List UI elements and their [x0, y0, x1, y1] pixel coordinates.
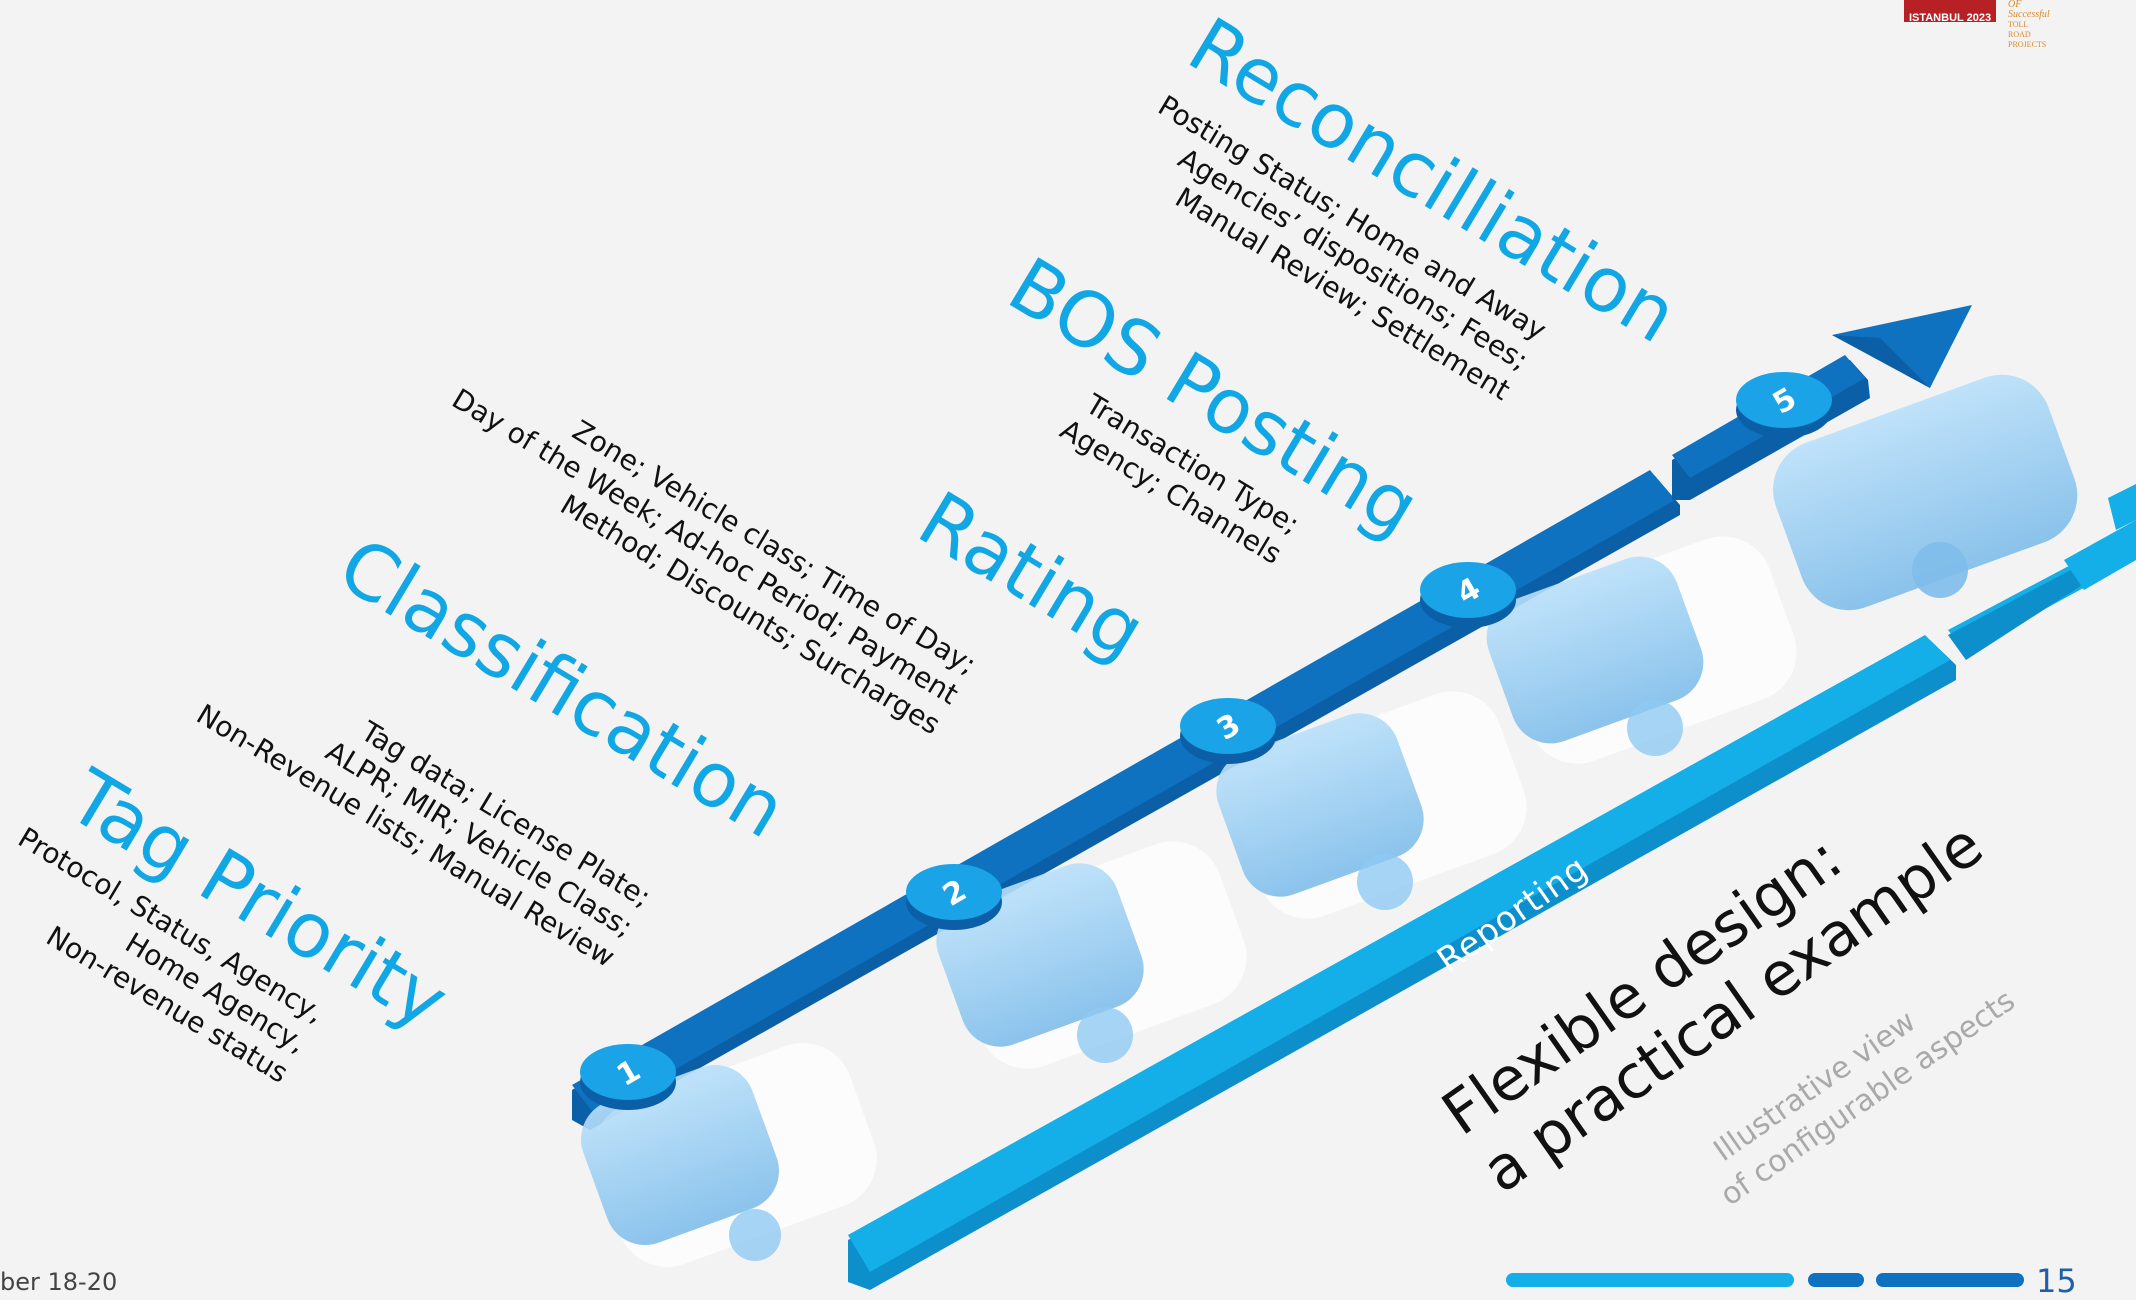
vehicle-4	[1486, 536, 1797, 764]
footer-date: ber 18-20	[0, 1268, 118, 1296]
step-badge-5: 5	[1736, 372, 1832, 438]
logo-tagline: OF Successful TOLL ROAD PROJECTS	[2008, 0, 2050, 49]
vehicle-5	[1773, 374, 2078, 611]
step-badge-2: 2	[906, 864, 1002, 930]
logo-badge: ISTANBUL 2023	[1904, 0, 1996, 24]
arrow-head	[1832, 305, 1972, 388]
page-number: 15	[2036, 1262, 2077, 1300]
step-badge-3: 3	[1180, 698, 1276, 764]
vehicle-3	[1216, 691, 1527, 919]
step-badges: 1 2 3 4 5	[580, 372, 1832, 1110]
step-badge-1: 1	[580, 1044, 676, 1110]
step-badge-4: 4	[1420, 562, 1516, 628]
footer-bars	[1506, 1273, 2024, 1287]
reporting-bar	[848, 484, 2136, 1290]
